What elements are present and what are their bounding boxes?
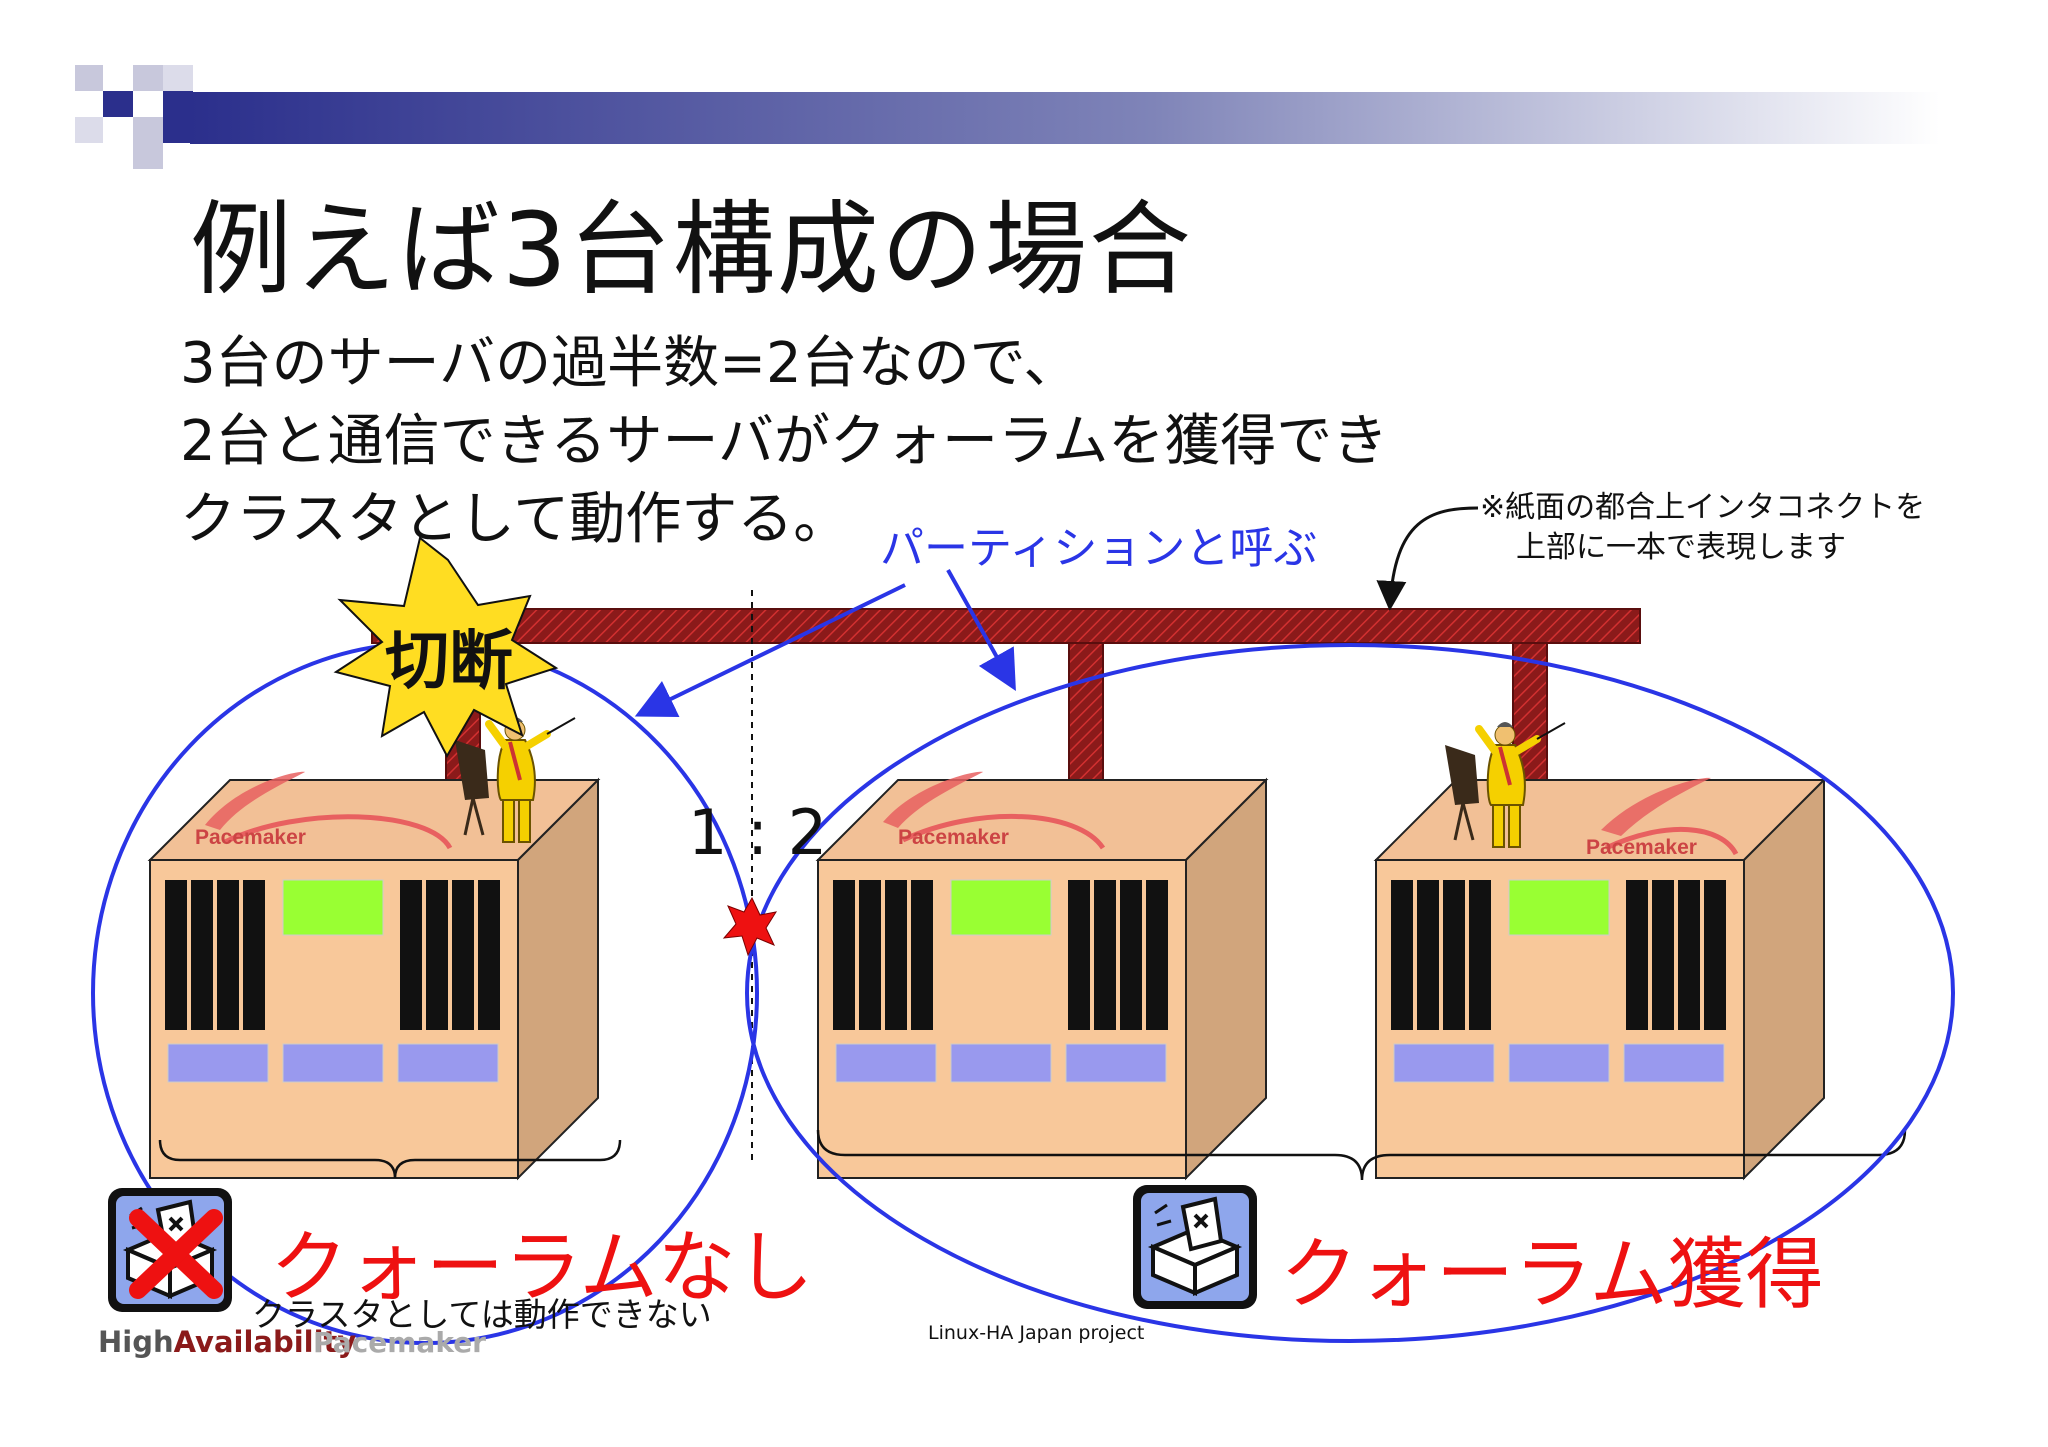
no-quorum-status: クォーラムなし [270, 1223, 814, 1313]
body-line-3: クラスタとして動作する。 [180, 487, 850, 552]
interconnect-note: ※紙面の都合上インタコネクトを 上部に一本で表現します [1480, 488, 1925, 568]
partition-arrow-left [634, 583, 906, 717]
note-line-1: ※紙面の都合上インタコネクトを [1480, 490, 1926, 525]
partition-ratio: 1 : 2 [688, 796, 828, 869]
collision-mark [722, 896, 778, 957]
ballot-box-icon-right [1131, 1183, 1259, 1311]
header-bar [190, 92, 1940, 144]
interconnect-drop-2 [1068, 642, 1104, 784]
footer-credit: Linux-HA Japan project [928, 1322, 1145, 1344]
partition-ellipse-right [745, 643, 1955, 1343]
note-line-2: 上部に一本で表現します [1516, 530, 1846, 565]
no-quorum-note: クラスタとしては動作できない [252, 1295, 712, 1334]
quorum-acquired-status: クォーラム獲得 [1280, 1230, 1824, 1320]
slide-title: 例えば3台構成の場合 [190, 191, 1193, 310]
brace-right [816, 1129, 1907, 1181]
ha-logo-part1: High [98, 1325, 174, 1359]
high-availability-logo: HighAvailability [98, 1325, 356, 1359]
server-2: Pacemaker [817, 771, 1267, 1179]
cut-label: 切断 [385, 625, 513, 699]
body-line-1: 3台のサーバの過半数=2台なので、 [180, 331, 1080, 396]
cut-burst [333, 536, 559, 759]
partition-label: パーティションと呼ぶ [880, 523, 1318, 574]
header-decoration [75, 65, 1940, 169]
server-2-brand: Pacemaker [898, 826, 1009, 849]
ha-logo-part2: Availability [173, 1325, 357, 1359]
pacemaker-footer-logo: Pacemaker [313, 1326, 486, 1359]
interconnect-bus [371, 608, 1641, 644]
brace-left [158, 1139, 622, 1179]
server-3-brand: Pacemaker [1586, 836, 1697, 859]
note-arrow [1376, 506, 1479, 611]
partition-arrow-right [946, 569, 1016, 691]
server-1: Pacemaker [149, 771, 599, 1179]
cross-mark-icon [129, 1209, 223, 1299]
server-1-brand: Pacemaker [195, 826, 306, 849]
server-3: Pacemaker [1375, 777, 1825, 1179]
body-line-2: 2台と通信できるサーバがクォーラムを獲得でき [180, 409, 1389, 474]
